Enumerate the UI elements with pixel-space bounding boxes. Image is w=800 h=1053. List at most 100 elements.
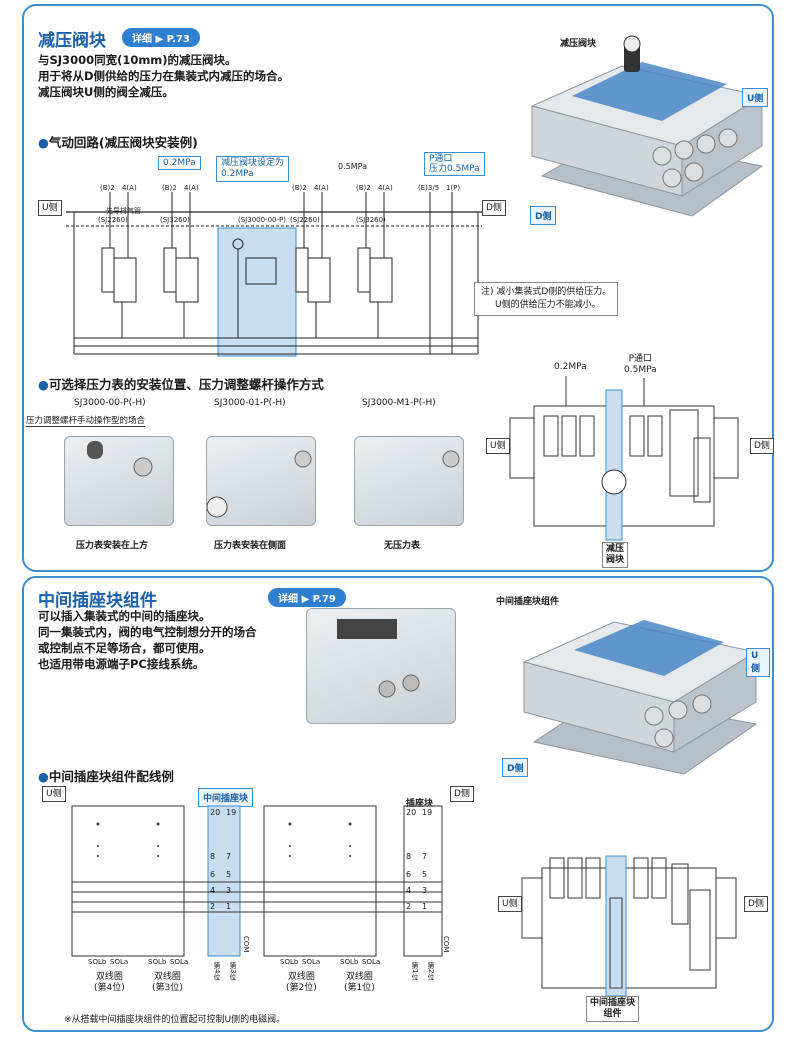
topview2-block-label: 中间插座块 组件: [586, 996, 640, 1022]
coil-caption: 双线圈(第4位): [94, 972, 125, 993]
port-label: (E)3/5: [418, 184, 440, 192]
left-pressure-label: 0.2MPa: [158, 156, 201, 170]
pin-label: 1: [226, 902, 232, 911]
pin-label: 5: [422, 870, 428, 879]
port-label: 1(P): [446, 184, 461, 192]
coil-caption: 双线圈(第3位): [152, 972, 183, 993]
pin-label: 8: [406, 852, 412, 861]
circuit-lines: [66, 192, 482, 357]
section2-title: 中间插座块组件: [38, 591, 157, 611]
caption-gauge-side: 压力表安装在侧面: [214, 541, 287, 551]
caption-no-gauge: 无压力表: [384, 541, 421, 551]
section-pressure-reducing-block: 减压阀块 详细 ▶ P.73 与SJ3000同宽(10mm)的减压阀块。 用于将…: [22, 4, 774, 572]
option-image-gauge-side: [206, 436, 316, 526]
vertical-position-label: 第3位: [229, 962, 237, 981]
port-label: 4(A): [122, 184, 137, 192]
sol-label: SOLb: [148, 958, 167, 966]
port-label: (B)2: [100, 184, 115, 192]
topview-d-side: D侧: [750, 438, 774, 454]
right-pressure-label: 0.5MPa: [338, 162, 367, 171]
wiring-d-side: D侧: [450, 786, 474, 802]
product-u-side-tag: U侧: [742, 88, 769, 107]
wiring-lines: [71, 805, 443, 957]
valve-model-label: (SJ3260): [160, 216, 190, 224]
wiring-heading: ●中间插座块组件配线例: [38, 769, 174, 784]
section2-description: 可以插入集装式的中间的插座块。 同一集装式内，阀的电气控制想分开的场合 或控制点…: [38, 609, 257, 671]
option-image-gauge-top: [64, 436, 174, 526]
pin-label: 3: [226, 886, 232, 895]
circuit-heading: ●气动回路(减压阀块安装例): [38, 135, 198, 150]
port-label: (B)2: [356, 184, 371, 192]
topview-block-label: 减压 阀块: [602, 542, 629, 568]
pressure-block-product-image: 减压阀块 U侧 D侧: [512, 26, 774, 225]
topview2-drawing: [521, 855, 737, 997]
options-heading: ●可选择压力表的安装位置、压力调整螺杆操作方式: [38, 377, 324, 392]
sol-label: SOLb: [88, 958, 107, 966]
topview2-u-side: U侧: [498, 896, 522, 912]
pilot-exhaust-label: 先导排气管: [106, 207, 141, 215]
pin-label: 3: [422, 886, 428, 895]
wiring-diagram: U侧 D侧 中间插座块 插座块: [38, 786, 498, 1016]
vertical-position-label: 第4位: [213, 962, 221, 981]
pressure-block-top-view: 0.2MPa P通口 0.5MPa U侧 D侧 减压 阀块: [484, 346, 774, 568]
coil-caption: 双线圈(第1位): [344, 972, 375, 993]
socket-manifold-product-image: 中间插座块组件 U侧 D侧: [494, 592, 770, 780]
topview2-d-side: D侧: [744, 896, 768, 912]
port-label: 4(A): [314, 184, 329, 192]
pneumatic-circuit-diagram: 0.2MPa 减压阀块设定为 0.2MPa 0.5MPa P通口 压力0.5MP…: [38, 148, 508, 360]
pin-label: 2: [406, 902, 412, 911]
regulator-setting-label: 减压阀块设定为 0.2MPa: [216, 156, 290, 182]
valve-model-label: (SJ2260): [290, 216, 320, 224]
middle-block-label: 中间插座块: [198, 788, 254, 807]
pin-label: 6: [406, 870, 412, 879]
caption-gauge-top: 压力表安装在上方: [76, 541, 149, 551]
pin-label: 20: [406, 808, 417, 817]
p-port-label: P通口 压力0.5MPa: [424, 152, 485, 176]
valve-model-label: (SJ2260): [98, 216, 128, 224]
pin-label: 7: [226, 852, 232, 861]
pin-label: 19: [422, 808, 433, 817]
pin-label: 5: [226, 870, 232, 879]
section1-description: 与SJ3000同宽(10mm)的减压阀块。 用于将从D侧供给的压力在集装式内减压…: [38, 53, 290, 99]
topview-pressure-label: 0.2MPa: [554, 362, 587, 372]
product2-d-side-tag: D侧: [502, 758, 529, 777]
port-label: 4(A): [378, 184, 393, 192]
coil-caption: 双线圈(第2位): [286, 972, 317, 993]
port-label: 4(A): [184, 184, 199, 192]
sol-label: SOLb: [340, 958, 359, 966]
section1-title: 减压阀块: [38, 31, 106, 51]
topview-u-side: U侧: [486, 438, 510, 454]
pin-label: 6: [210, 870, 216, 879]
socket-block-top-view: U侧 D侧 中间插座块 组件: [494, 838, 772, 1028]
com-label: COM: [242, 936, 250, 953]
pin-label: 20: [210, 808, 221, 817]
sol-label: SOLa: [362, 958, 381, 966]
section2-detail-link[interactable]: 详细 ▶ P.79: [268, 588, 346, 607]
pin-label: 1: [422, 902, 428, 911]
section1-detail-link[interactable]: 详细 ▶ P.73: [122, 28, 200, 47]
manifold2-illustration: [522, 620, 758, 775]
topview-drawing: [509, 376, 739, 541]
sol-label: SOLa: [170, 958, 189, 966]
manual-screw-note: 压力调整螺杆手动操作型的场合: [26, 416, 146, 427]
valve-model-label: (SJ3260): [356, 216, 386, 224]
product-label-pressure-block: 减压阀块: [560, 39, 597, 49]
pin-label: 2: [210, 902, 216, 911]
pin-label: 19: [226, 808, 237, 817]
circuit-note: 注) 减小集装式D侧的供给压力。 U侧的供给压力不能减小。: [474, 282, 619, 316]
socket-block-product-image: [306, 608, 456, 724]
product-d-side-tag: D侧: [530, 206, 557, 225]
section-middle-socket-block: 中间插座块组件 详细 ▶ P.79 可以插入集装式的中间的插座块。 同一集装式内…: [22, 576, 774, 1032]
sol-label: SOLa: [110, 958, 129, 966]
model-label-none: SJ3000-M1-P(-H): [362, 398, 436, 408]
port-label: (B)2: [292, 184, 307, 192]
topview-p-port-label: P通口 0.5MPa: [624, 354, 657, 375]
wiring-footnote: ※从搭载中间插座块组件的位置起可控制U侧的电磁阀。: [64, 1015, 286, 1025]
manifold-illustration: [530, 35, 764, 217]
pin-label: 8: [210, 852, 216, 861]
com-label: COM: [442, 936, 450, 953]
option-image-no-gauge: [354, 436, 464, 526]
pin-label: 7: [422, 852, 428, 861]
pin-label: 4: [210, 886, 216, 895]
pin-label: 4: [406, 886, 412, 895]
